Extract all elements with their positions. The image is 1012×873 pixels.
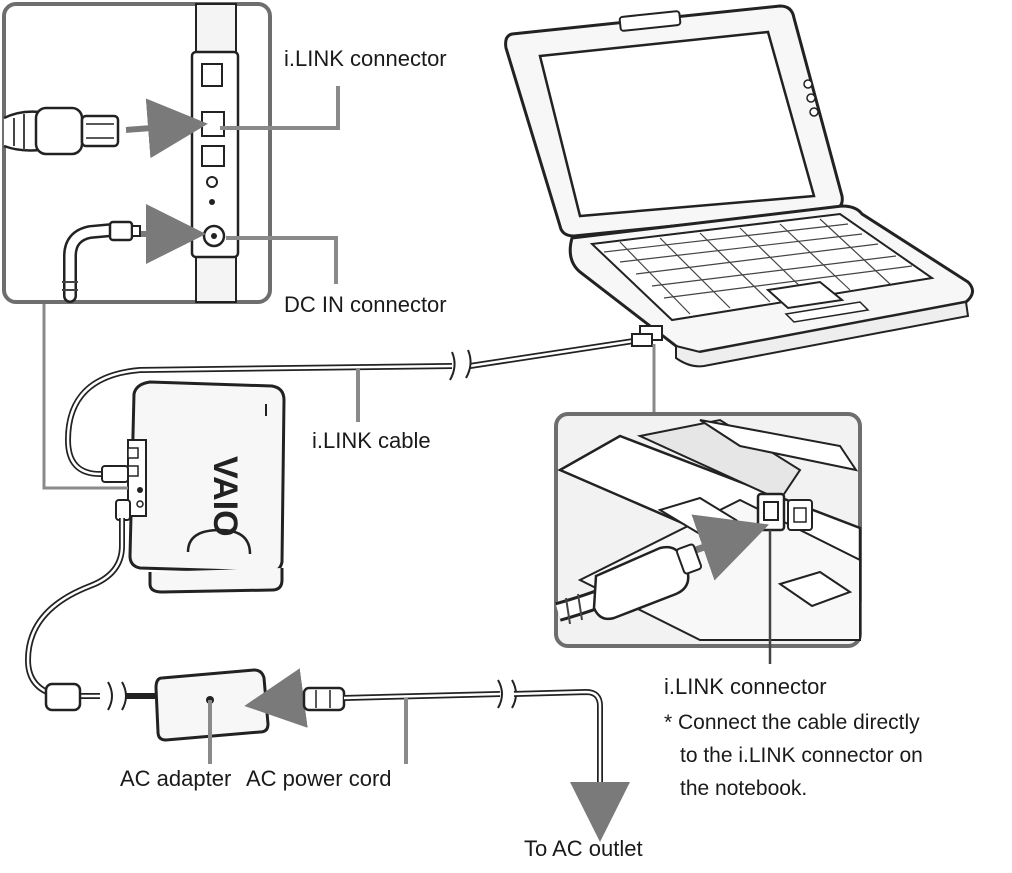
notebook-port-inset xyxy=(554,412,862,648)
touchpad xyxy=(765,280,845,310)
insert-arrow-icon xyxy=(125,98,208,159)
note-line-3: the notebook. xyxy=(680,777,808,800)
external-drive: VAIO xyxy=(127,380,286,594)
power-cord-plug-icon xyxy=(302,686,346,712)
vaio-logo: VAIO xyxy=(206,456,244,537)
ilink-port-icon xyxy=(201,111,225,137)
keyboard xyxy=(589,212,935,322)
ilink-connector-label-top: i.LINK connector xyxy=(284,46,447,71)
notebook-laptop xyxy=(504,4,974,368)
usb-port-icon xyxy=(201,63,223,87)
dc-in-leader xyxy=(226,236,338,284)
ilink-cable xyxy=(66,364,453,476)
ac-power-cord xyxy=(343,692,501,700)
dc-cable xyxy=(26,518,124,698)
dc-plug-icon xyxy=(62,220,141,303)
ac-adapter-label: AC adapter xyxy=(120,766,232,791)
to-ac-outlet-label: To AC outlet xyxy=(524,836,643,861)
laptop-screen xyxy=(538,30,816,218)
ferrite-core-icon xyxy=(44,682,82,712)
connection-note: * Connect the cable directly to the i.LI… xyxy=(664,706,923,805)
insert-arrow-icon xyxy=(688,514,770,581)
insert-arrow-icon xyxy=(244,668,308,728)
ilink-connector-label-bottom: i.LINK connector xyxy=(664,674,827,699)
drive-connector-inset xyxy=(2,2,272,304)
inset-leader xyxy=(42,304,128,490)
note-line-2: to the i.LINK connector on xyxy=(680,744,923,767)
cable-break-icon xyxy=(449,351,456,381)
dc-in-connector-label: DC IN connector xyxy=(284,292,447,317)
ilink-plug-icon xyxy=(3,106,120,156)
ac-power-cord-label: AC power cord xyxy=(246,766,392,791)
ilink-connector-leader xyxy=(220,86,340,130)
note-line-1: * Connect the cable directly xyxy=(664,711,920,734)
ilink-cable-label: i.LINK cable xyxy=(312,428,431,453)
